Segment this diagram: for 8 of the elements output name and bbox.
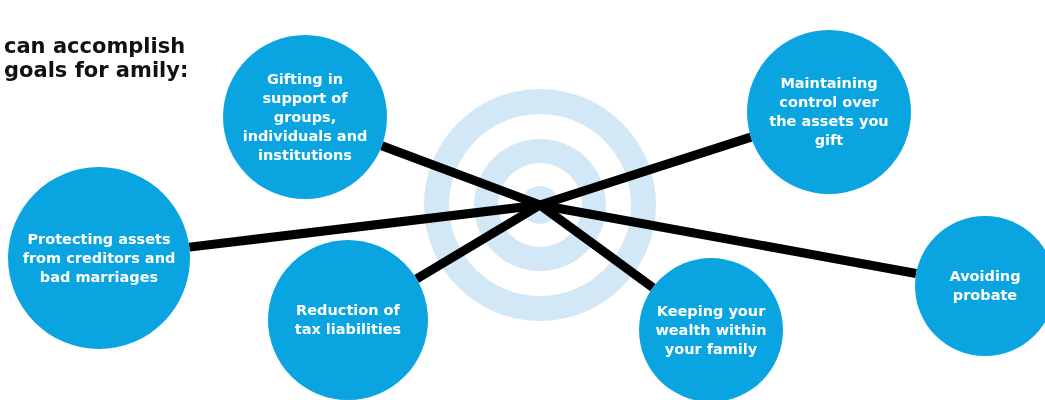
goal-text: Gifting in support of groups, individuals and institutions bbox=[241, 69, 369, 165]
goal-text: Maintaining control over the assets you gift bbox=[768, 74, 890, 150]
goal-text: Avoiding probate bbox=[948, 267, 1022, 305]
goal-text: Reduction of tax liabilities bbox=[293, 301, 403, 339]
goal-text: Keeping your wealth within your family bbox=[654, 301, 768, 359]
goal-text: Protecting assets from creditors and bad marriages bbox=[21, 229, 177, 287]
heading: can accomplish goals for amily: bbox=[4, 34, 190, 82]
target-drawing bbox=[424, 89, 656, 321]
